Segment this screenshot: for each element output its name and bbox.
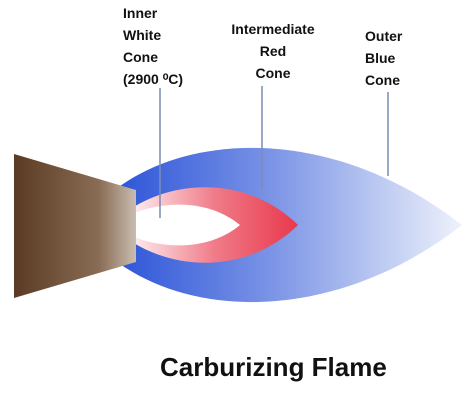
inner-cone-label: Inner White Cone (2900 ⁰C) <box>123 5 184 87</box>
diagram-caption: Carburizing Flame <box>160 352 387 382</box>
outer-cone-label: Outer Blue Cone <box>365 28 403 88</box>
torch-nozzle <box>14 154 136 298</box>
red-cone-label: Intermediate Red Cone <box>231 21 315 81</box>
inner-white-cone <box>132 204 240 246</box>
